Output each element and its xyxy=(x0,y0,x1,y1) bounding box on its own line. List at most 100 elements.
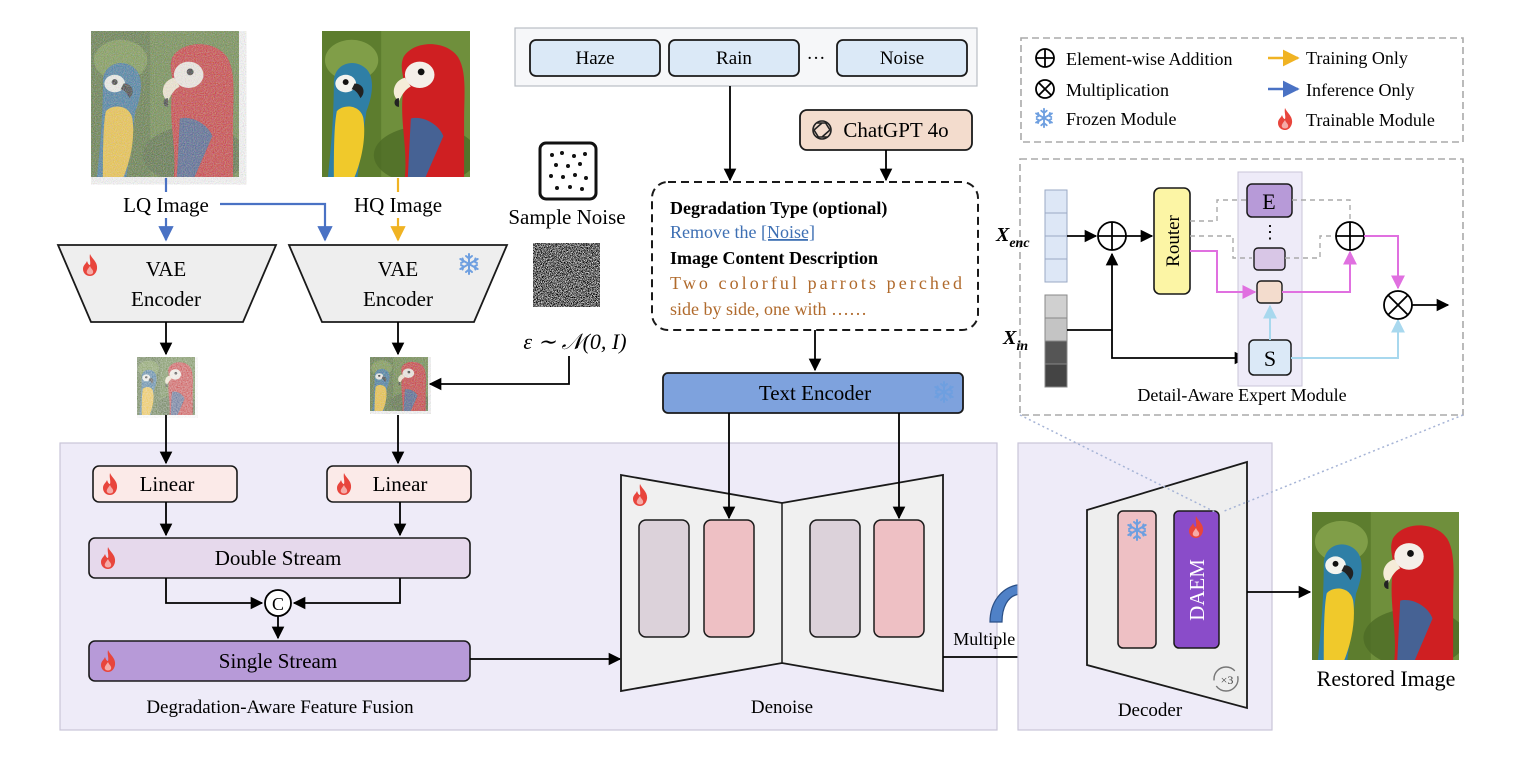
expert-module-caption: Detail-Aware Expert Module xyxy=(1137,385,1346,405)
route-to-expert xyxy=(1190,235,1252,259)
single-stream-label: Single Stream xyxy=(219,649,337,673)
linear-right: Linear xyxy=(326,465,472,503)
e-to-add xyxy=(1292,199,1351,222)
multiply-icon xyxy=(1383,290,1413,320)
repeat-count: ×3 xyxy=(1221,673,1234,687)
legend-multiplication-label: Multiplication xyxy=(1066,80,1169,100)
expert-e-label: E xyxy=(1262,189,1275,214)
add-icon xyxy=(1097,221,1127,251)
fusion-caption: Degradation-Aware Feature Fusion xyxy=(146,697,414,718)
lq-image xyxy=(91,31,239,177)
denoise-unet xyxy=(620,473,944,693)
shared-expert-s-label: S xyxy=(1264,346,1276,371)
text-encoder: Text Encoder xyxy=(662,372,964,414)
haze-chip xyxy=(529,39,661,77)
legend-frozen-label: Frozen Module xyxy=(1066,109,1176,129)
unet-block xyxy=(638,519,690,638)
s-to-multiply xyxy=(1291,318,1405,359)
repeat-icon xyxy=(1213,666,1239,692)
legend-inference-only-label: Inference Only xyxy=(1306,80,1414,100)
arrow-noise-to-latent xyxy=(428,356,570,391)
add-icon xyxy=(1335,221,1365,251)
rain-chip xyxy=(668,39,800,77)
double-stream-label: Double Stream xyxy=(215,546,342,570)
x-in-label: Xin xyxy=(1002,327,1028,354)
arrow-double-to-concat-left xyxy=(165,578,264,610)
arrow-double-to-concat-right xyxy=(292,578,401,610)
noise-label: Noise xyxy=(880,48,924,69)
rain-label: Rain xyxy=(716,48,752,69)
unet-block xyxy=(703,519,755,638)
expert-box-small xyxy=(1256,280,1283,304)
add-to-multiply xyxy=(1364,235,1405,290)
daem-block xyxy=(1173,510,1220,649)
expert-to-add xyxy=(1285,235,1336,259)
expert-ellipsis: ⋮ xyxy=(1261,222,1279,242)
content-description-heading: Image Content Description xyxy=(670,248,878,268)
double-stream: Double Stream xyxy=(88,537,471,579)
noise-formula: ε ∼ 𝒩(0, I) xyxy=(523,329,626,354)
vae-encoder-frozen: VAE Encoder xyxy=(287,244,509,323)
openai-logo-icon xyxy=(812,120,832,140)
sample-noise-icon xyxy=(538,141,598,201)
lq-image-label: LQ Image xyxy=(123,193,209,217)
prompt-box: Degradation Type (optional) Remove the [… xyxy=(651,181,979,331)
multiplication-icon xyxy=(1035,79,1055,99)
noisy-latent-image xyxy=(370,357,428,411)
daem-label: DAEM xyxy=(1185,559,1209,621)
expert-box xyxy=(1253,247,1286,271)
arrow-lq-to-frozen-vae xyxy=(220,202,333,242)
restored-image xyxy=(1312,512,1459,660)
hq-image-label: HQ Image xyxy=(354,193,442,217)
vae-encoder-label-line2: Encoder xyxy=(363,287,433,311)
denoise-caption: Denoise xyxy=(751,697,813,718)
router-label: Router xyxy=(1163,214,1184,266)
noise-chip xyxy=(836,39,968,77)
content-description-line2: side by side, one with …… xyxy=(670,299,867,319)
lq-latent-image xyxy=(137,357,195,415)
degradation-ellipsis: ··· xyxy=(807,48,826,69)
router-box xyxy=(1153,187,1191,295)
sample-noise-label: Sample Noise xyxy=(508,205,625,229)
vae-encoder-label-line1: VAE xyxy=(146,257,186,281)
restored-image-label: Restored Image xyxy=(1317,666,1456,691)
content-description-line1: Two colorful parrots perched xyxy=(670,273,962,293)
gaussian-noise-image xyxy=(533,243,600,307)
single-stream: Single Stream xyxy=(88,640,471,682)
legend-training-only-label: Training Only xyxy=(1306,48,1408,68)
arrow-xin-to-s xyxy=(1111,330,1248,365)
chatgpt-box: ChatGPT 4o xyxy=(799,109,973,151)
hq-image xyxy=(322,31,470,177)
degradation-type-text: Remove the [Noise] xyxy=(670,222,815,242)
x-in-tokens xyxy=(1044,294,1068,388)
unet-block xyxy=(809,519,861,638)
decoder: DAEM ×3 xyxy=(1086,460,1248,710)
degradation-types-panel: Haze Rain ··· Noise xyxy=(514,27,978,87)
x-enc-tokens xyxy=(1044,189,1068,283)
degradation-type-heading: Degradation Type (optional) xyxy=(670,198,887,219)
vae-encoder-label-line1: VAE xyxy=(378,257,418,281)
chatgpt-label: ChatGPT 4o xyxy=(843,118,948,142)
active-expert-to-add xyxy=(1282,250,1357,293)
frozen-decoder-block xyxy=(1117,510,1157,649)
addition-icon xyxy=(1035,48,1055,68)
linear-left: Linear xyxy=(92,465,238,503)
expert-module-panel: Xenc Xin Router E ⋮ S xyxy=(995,158,1464,513)
route-to-active-expert xyxy=(1190,250,1257,299)
linear-label: Linear xyxy=(140,472,195,496)
decoder-caption: Decoder xyxy=(1118,700,1183,721)
vae-encoder-trainable: VAE Encoder xyxy=(56,244,278,323)
route-to-e xyxy=(1190,199,1247,222)
legend: Element-wise Addition Multiplication Fro… xyxy=(1020,37,1464,143)
linear-label: Linear xyxy=(373,472,428,496)
concat-symbol: C xyxy=(272,594,284,614)
unet-block xyxy=(873,519,925,638)
legend-trainable-label: Trainable Module xyxy=(1306,110,1435,130)
haze-label: Haze xyxy=(575,48,614,69)
legend-addition-label: Element-wise Addition xyxy=(1066,49,1232,69)
vae-encoder-label-line2: Encoder xyxy=(131,287,201,311)
text-encoder-label: Text Encoder xyxy=(759,381,871,405)
x-enc-label: Xenc xyxy=(995,224,1030,251)
